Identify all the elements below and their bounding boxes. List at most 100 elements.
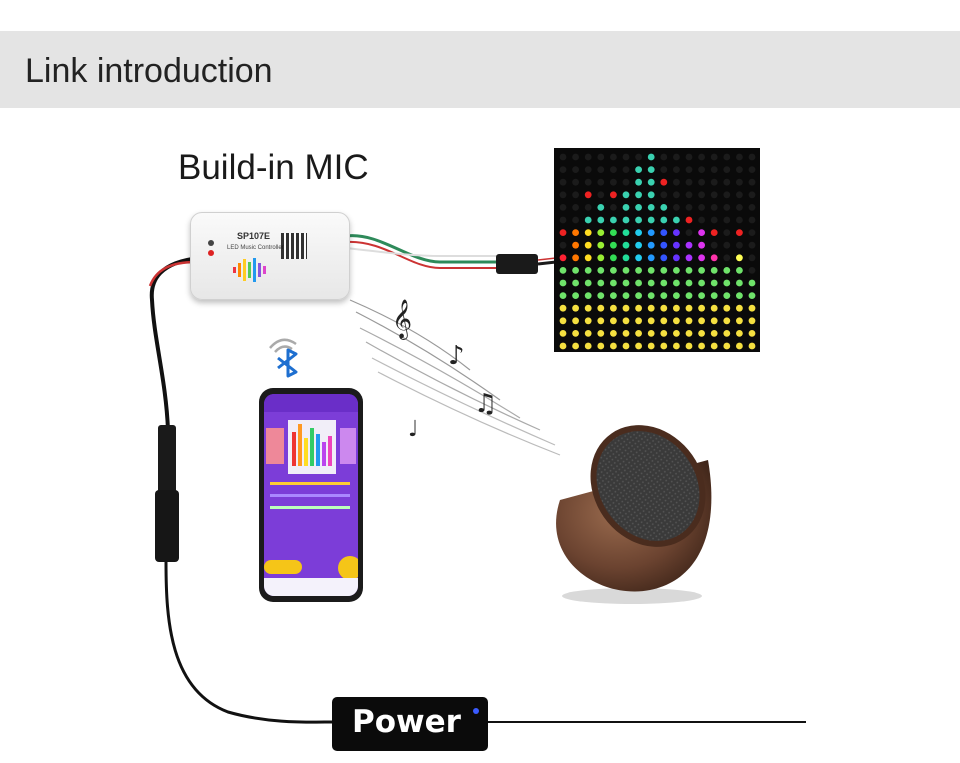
led bbox=[559, 178, 567, 186]
led bbox=[660, 204, 668, 211]
led bbox=[647, 204, 655, 211]
led bbox=[635, 267, 642, 274]
led bbox=[736, 317, 743, 325]
led bbox=[610, 254, 617, 262]
led bbox=[685, 317, 693, 325]
led bbox=[736, 279, 743, 287]
led bbox=[673, 178, 680, 186]
led bbox=[673, 241, 680, 249]
led bbox=[673, 204, 680, 211]
led bbox=[635, 304, 642, 312]
led bbox=[559, 229, 567, 236]
led bbox=[748, 178, 756, 186]
led bbox=[622, 317, 630, 325]
led bbox=[698, 292, 705, 299]
led bbox=[698, 254, 705, 262]
led bbox=[673, 254, 680, 262]
led bbox=[584, 204, 592, 211]
led bbox=[660, 216, 668, 224]
led bbox=[723, 342, 731, 350]
led bbox=[748, 204, 756, 211]
led bbox=[584, 166, 592, 173]
led bbox=[685, 342, 693, 350]
led bbox=[698, 204, 705, 211]
led bbox=[736, 204, 743, 211]
led bbox=[584, 229, 592, 236]
led bbox=[723, 267, 731, 274]
led bbox=[559, 166, 567, 173]
led bbox=[572, 304, 579, 312]
led bbox=[622, 178, 630, 186]
led bbox=[559, 204, 567, 211]
led bbox=[622, 229, 630, 236]
led bbox=[559, 279, 567, 287]
led bbox=[723, 279, 731, 287]
led bbox=[685, 279, 693, 287]
led bbox=[723, 204, 731, 211]
led bbox=[660, 304, 668, 312]
led bbox=[710, 241, 718, 249]
led bbox=[660, 267, 668, 274]
led bbox=[597, 267, 605, 274]
led bbox=[673, 153, 680, 161]
led bbox=[647, 166, 655, 173]
led bbox=[610, 292, 617, 299]
led bbox=[698, 279, 705, 287]
led bbox=[710, 304, 718, 312]
app-screen bbox=[264, 394, 358, 596]
led bbox=[660, 166, 668, 173]
led bbox=[685, 178, 693, 186]
led bbox=[748, 153, 756, 161]
led bbox=[723, 317, 731, 325]
led bbox=[723, 191, 731, 199]
sound-wave-icon bbox=[233, 258, 266, 282]
led bbox=[698, 267, 705, 274]
led bbox=[660, 330, 668, 337]
led bbox=[584, 153, 592, 161]
led bbox=[635, 241, 642, 249]
led bbox=[597, 342, 605, 350]
led bbox=[647, 216, 655, 224]
led bbox=[673, 330, 680, 337]
led bbox=[698, 166, 705, 173]
led bbox=[736, 292, 743, 299]
led bbox=[723, 241, 731, 249]
led bbox=[597, 241, 605, 249]
led bbox=[660, 342, 668, 350]
led bbox=[584, 216, 592, 224]
power-supply bbox=[332, 697, 488, 751]
led bbox=[622, 241, 630, 249]
led bbox=[723, 330, 731, 337]
led bbox=[597, 254, 605, 262]
led bbox=[748, 342, 756, 350]
phone bbox=[259, 388, 363, 602]
led bbox=[622, 304, 630, 312]
led bbox=[736, 191, 743, 199]
controller-subtitle: LED Music Controller bbox=[227, 245, 284, 251]
led bbox=[710, 191, 718, 199]
led bbox=[572, 191, 579, 199]
led bbox=[572, 153, 579, 161]
led bbox=[572, 229, 579, 236]
led bbox=[584, 317, 592, 325]
led bbox=[610, 153, 617, 161]
qr-code-icon bbox=[281, 233, 307, 259]
led bbox=[635, 178, 642, 186]
led bbox=[559, 267, 567, 274]
led bbox=[597, 204, 605, 211]
led bbox=[736, 267, 743, 274]
led bbox=[584, 267, 592, 274]
led bbox=[710, 178, 718, 186]
led bbox=[572, 204, 579, 211]
led bbox=[723, 229, 731, 236]
led bbox=[736, 241, 743, 249]
led bbox=[736, 330, 743, 337]
led bbox=[685, 267, 693, 274]
led bbox=[710, 342, 718, 350]
led bbox=[610, 178, 617, 186]
led bbox=[635, 342, 642, 350]
led bbox=[660, 229, 668, 236]
led bbox=[597, 191, 605, 199]
led bbox=[622, 342, 630, 350]
